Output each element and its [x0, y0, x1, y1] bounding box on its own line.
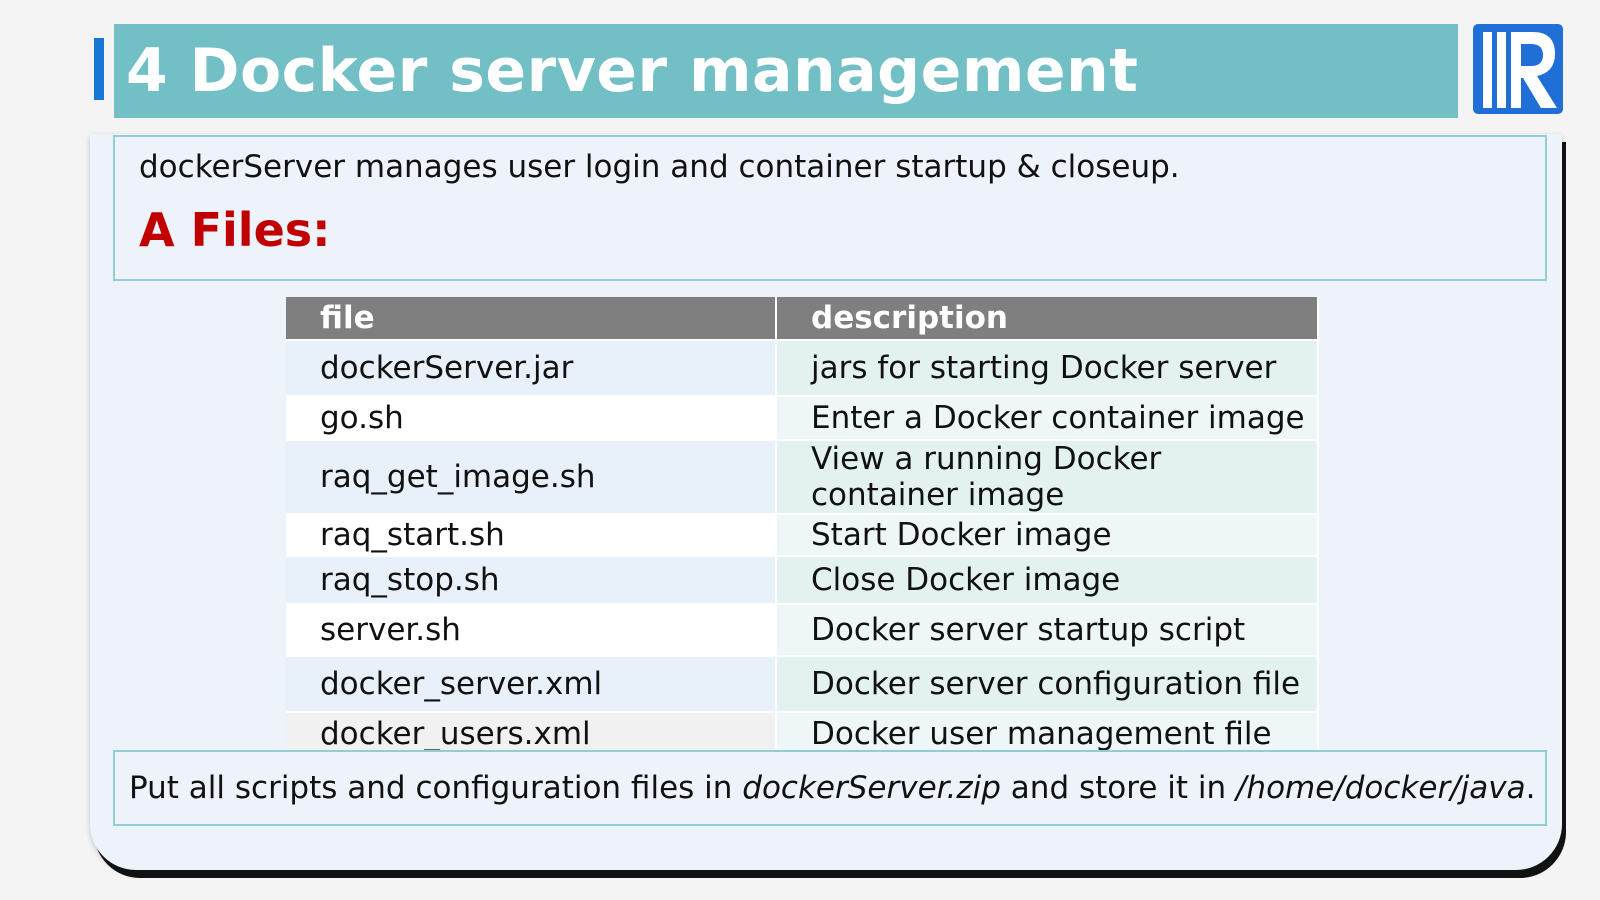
note-text-part: . — [1525, 770, 1536, 806]
file-cell: go.sh — [286, 395, 777, 440]
description-cell: Start Docker image — [776, 513, 1319, 556]
description-cell: Enter a Docker container image — [776, 395, 1319, 440]
files-table: file description dockerServer.jar jars f… — [286, 297, 1319, 754]
note-text-part: Put all scripts and configuration files … — [129, 770, 743, 806]
table-row: dockerServer.jar jars for starting Docke… — [286, 339, 1319, 396]
file-cell: docker_users.xml — [286, 711, 777, 754]
title-bar: 4 Docker server management — [114, 24, 1458, 118]
column-header-file: file — [286, 297, 777, 340]
table-row: docker_users.xml Docker user management … — [286, 711, 1319, 754]
file-cell: raq_start.sh — [286, 513, 777, 556]
table-row: docker_server.xml Docker server configur… — [286, 655, 1319, 712]
section-heading: A Files: — [139, 203, 331, 257]
description-text: View a running Docker container image — [811, 441, 1162, 513]
file-cell: server.sh — [286, 603, 777, 656]
file-cell: raq_stop.sh — [286, 555, 777, 604]
description-cell: Docker server startup script — [776, 603, 1319, 656]
page-title: 4 Docker server management — [126, 36, 1139, 106]
description-cell: Docker server configuration file — [776, 655, 1319, 712]
title-accent-bar — [94, 38, 104, 100]
description-cell: Docker user management file — [776, 711, 1319, 754]
raqsoft-r-logo-icon — [1473, 24, 1563, 114]
file-cell: dockerServer.jar — [286, 339, 777, 396]
file-cell: docker_server.xml — [286, 655, 777, 712]
table-row: server.sh Docker server startup script — [286, 603, 1319, 656]
column-header-description: description — [776, 297, 1319, 340]
file-cell: raq_get_image.sh — [286, 439, 777, 514]
table-row: go.sh Enter a Docker container image — [286, 395, 1319, 440]
table-row: raq_stop.sh Close Docker image — [286, 555, 1319, 604]
description-cell: Close Docker image — [776, 555, 1319, 604]
zip-filename: dockerServer.zip — [742, 770, 1001, 806]
install-path: /home/docker/java — [1235, 770, 1526, 806]
intro-box: dockerServer manages user login and cont… — [113, 135, 1547, 281]
table-row: raq_start.sh Start Docker image — [286, 513, 1319, 556]
table-header-row: file description — [286, 297, 1319, 340]
description-cell: jars for starting Docker server — [776, 339, 1319, 396]
note-text-part: and store it in — [1000, 770, 1236, 806]
intro-text: dockerServer manages user login and cont… — [139, 149, 1180, 185]
note-text: Put all scripts and configuration files … — [129, 770, 1535, 806]
note-box: Put all scripts and configuration files … — [113, 750, 1547, 826]
description-cell: View a running Docker container image — [776, 439, 1319, 514]
table-row: raq_get_image.sh View a running Docker c… — [286, 439, 1319, 514]
